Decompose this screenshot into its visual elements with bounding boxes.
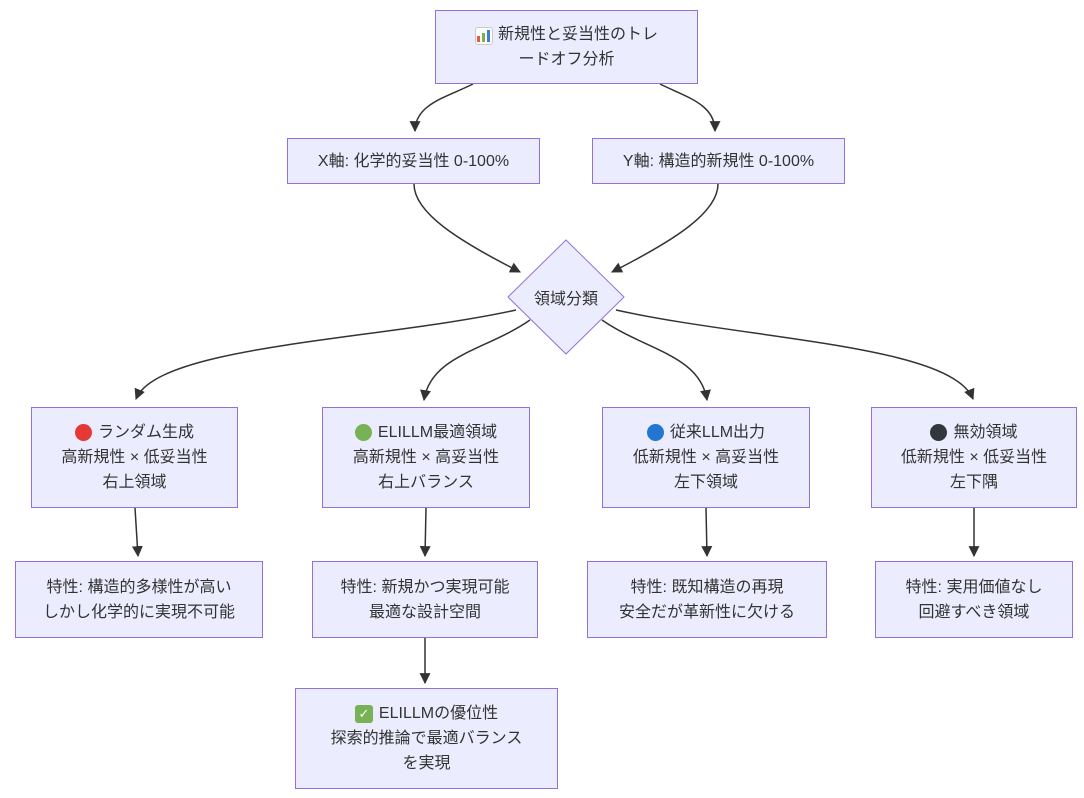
y-axis-text: Y軸: 構造的新規性 0-100% [622,152,815,170]
random-line2: 高新規性 × 低妥当性 [61,449,208,466]
invalid-trait-line1: 特性: 実用価値なし [905,578,1043,596]
optimal-line2: 高新規性 × 高妥当性 [352,449,500,466]
green-circle-icon [354,424,372,441]
node-optimal: ELILLM最適領域 高新規性 × 高妥当性 右上バランス [322,407,530,508]
edge-optimal-to-trait [419,507,431,558]
conventional-trait-line1: 特性: 既知構造の再現 [630,578,784,596]
invalid-trait-line2: 回避すべき領域 [918,603,1030,621]
node-invalid-trait: 特性: 実用価値なし 回避すべき領域 [875,561,1073,638]
edge-decision-to-random [134,309,517,401]
conventional-line3: 左下領域 [673,474,738,491]
edge-conventional-to-trait [701,507,713,558]
node-x-axis: X軸: 化学的妥当性 0-100% [287,138,540,184]
node-title: 新規性と妥当性のトレードオフ分析 [435,10,698,84]
title-line: 新規性と妥当性のトレードオフ分析 [469,22,665,72]
optimal-trait-line1: 特性: 新規かつ実現可能 [340,578,510,596]
node-advantage: ✓ ELILLMの優位性 探索的推論で最適バランス を実現 [295,688,558,789]
optimal-line3: 右上バランス [378,474,474,491]
red-circle-icon [74,424,92,441]
invalid-line2: 低新規性 × 低妥当性 [900,449,1048,466]
conventional-trait-line2: 安全だが革新性に欠ける [618,603,795,621]
advantage-line2: 探索的推論で最適バランス [330,730,523,747]
random-trait-line2: しかし化学的に実現不可能 [42,603,235,621]
edge-decision-to-conventional [601,319,711,402]
blue-circle-icon [646,424,664,441]
random-line3: 右上領域 [102,474,167,491]
invalid-title: 無効領域 [953,424,1018,441]
random-trait-line1: 特性: 構造的多様性が高い [46,578,232,596]
conventional-line2: 低新規性 × 高妥当性 [632,449,780,466]
node-invalid: 無効領域 低新規性 × 低妥当性 左下隅 [871,407,1077,508]
node-random: ランダム生成 高新規性 × 低妥当性 右上領域 [31,407,238,508]
node-conventional-trait: 特性: 既知構造の再現 安全だが革新性に欠ける [587,561,827,638]
edge-decision-to-optimal [420,319,531,402]
black-circle-icon [930,424,948,441]
x-axis-text: X軸: 化学的妥当性 0-100% [317,152,510,170]
random-title: ランダム生成 [97,424,194,441]
optimal-title-row: ELILLM最適領域 [354,420,498,445]
optimal-title: ELILLM最適領域 [377,424,498,441]
node-random-trait: 特性: 構造的多様性が高い しかし化学的に実現不可能 [15,561,263,638]
bar-chart-icon [474,27,493,45]
invalid-line3: 左下隅 [949,474,998,491]
edge-title-to-xaxis [409,83,474,133]
edge-decision-to-invalid [615,309,975,401]
node-decision-label: 領域分類 [533,291,598,308]
advantage-title-row: ✓ ELILLMの優位性 [354,701,499,726]
decision-diamond-shape [507,239,625,355]
edge-xaxis-to-decision [413,183,521,273]
node-conventional: 従来LLM出力 低新規性 × 高妥当性 左下領域 [602,407,810,508]
advantage-line3: を実現 [402,755,451,772]
edge-yaxis-to-decision [611,183,719,273]
node-optimal-trait: 特性: 新規かつ実現可能 最適な設計空間 [312,561,538,638]
optimal-trait-line2: 最適な設計空間 [368,603,481,621]
title-text: 新規性と妥当性のトレードオフ分析 [497,26,658,68]
conventional-title: 従来LLM出力 [669,424,766,441]
advantage-title: ELILLMの優位性 [378,705,499,722]
random-title-row: ランダム生成 [74,420,194,445]
edge-title-to-yaxis [659,83,721,133]
invalid-title-row: 無効領域 [930,420,1018,445]
node-y-axis: Y軸: 構造的新規性 0-100% [592,138,845,184]
check-icon: ✓ [354,704,373,723]
edge-random-to-trait [131,507,143,558]
conventional-title-row: 従来LLM出力 [646,420,766,445]
